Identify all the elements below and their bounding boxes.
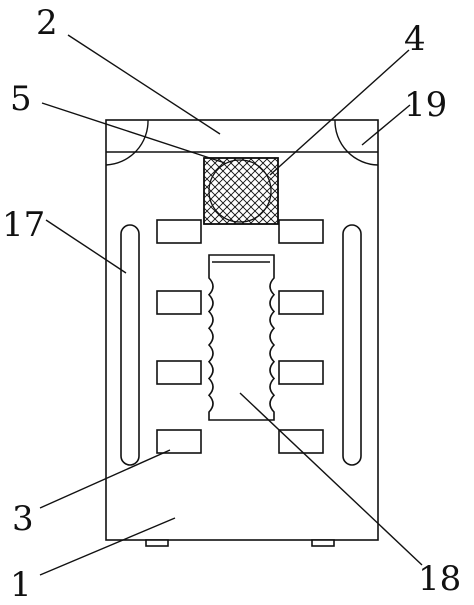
leader-17 bbox=[45, 219, 127, 274]
pad-right-3 bbox=[278, 360, 324, 385]
mesh-line bbox=[204, 158, 245, 199]
mesh-line bbox=[204, 158, 229, 183]
mesh-line bbox=[225, 171, 278, 224]
mesh-line bbox=[204, 158, 221, 175]
slot-left bbox=[120, 224, 140, 466]
mesh-line bbox=[233, 179, 278, 224]
slot-right bbox=[342, 224, 362, 466]
mesh-line bbox=[241, 187, 278, 224]
mesh-line bbox=[204, 207, 221, 224]
pad-left-4 bbox=[156, 429, 202, 454]
callout-3: 3 bbox=[12, 499, 34, 539]
corner-fillet-left bbox=[105, 119, 149, 166]
mesh-line bbox=[204, 158, 261, 215]
mesh-line bbox=[204, 158, 253, 207]
leader-18 bbox=[239, 392, 423, 566]
mesh-line bbox=[209, 158, 277, 224]
callout-4: 4 bbox=[404, 19, 426, 59]
callout-2: 2 bbox=[36, 3, 58, 43]
mesh-line bbox=[204, 191, 237, 224]
mesh-line bbox=[204, 158, 237, 191]
pad-right-4 bbox=[278, 429, 324, 454]
mesh-line bbox=[204, 158, 269, 223]
callout-5: 5 bbox=[10, 79, 32, 119]
leader-3 bbox=[39, 449, 171, 509]
central-element bbox=[207, 254, 276, 421]
corner-fillet-right bbox=[334, 119, 379, 166]
mesh-line bbox=[257, 158, 278, 179]
leader-1 bbox=[39, 517, 176, 576]
leader-19 bbox=[361, 104, 411, 146]
mesh-line bbox=[257, 203, 278, 224]
pad-left-3 bbox=[156, 360, 202, 385]
callout-17: 17 bbox=[2, 205, 45, 245]
callout-18: 18 bbox=[418, 559, 461, 599]
mesh-filter-block bbox=[203, 157, 279, 225]
mesh-line bbox=[217, 163, 278, 224]
pad-left-2 bbox=[156, 290, 202, 315]
pad-right-1 bbox=[278, 219, 324, 244]
leader-2 bbox=[67, 34, 221, 135]
mesh-line bbox=[265, 211, 278, 224]
foot-left bbox=[145, 539, 169, 547]
leader-5 bbox=[41, 102, 226, 164]
leader-4 bbox=[269, 49, 410, 176]
pad-right-2 bbox=[278, 290, 324, 315]
foot-right bbox=[311, 539, 335, 547]
callout-1: 1 bbox=[10, 565, 32, 605]
callout-19: 19 bbox=[404, 85, 447, 125]
mesh-line bbox=[204, 199, 229, 224]
pad-left-1 bbox=[156, 219, 202, 244]
